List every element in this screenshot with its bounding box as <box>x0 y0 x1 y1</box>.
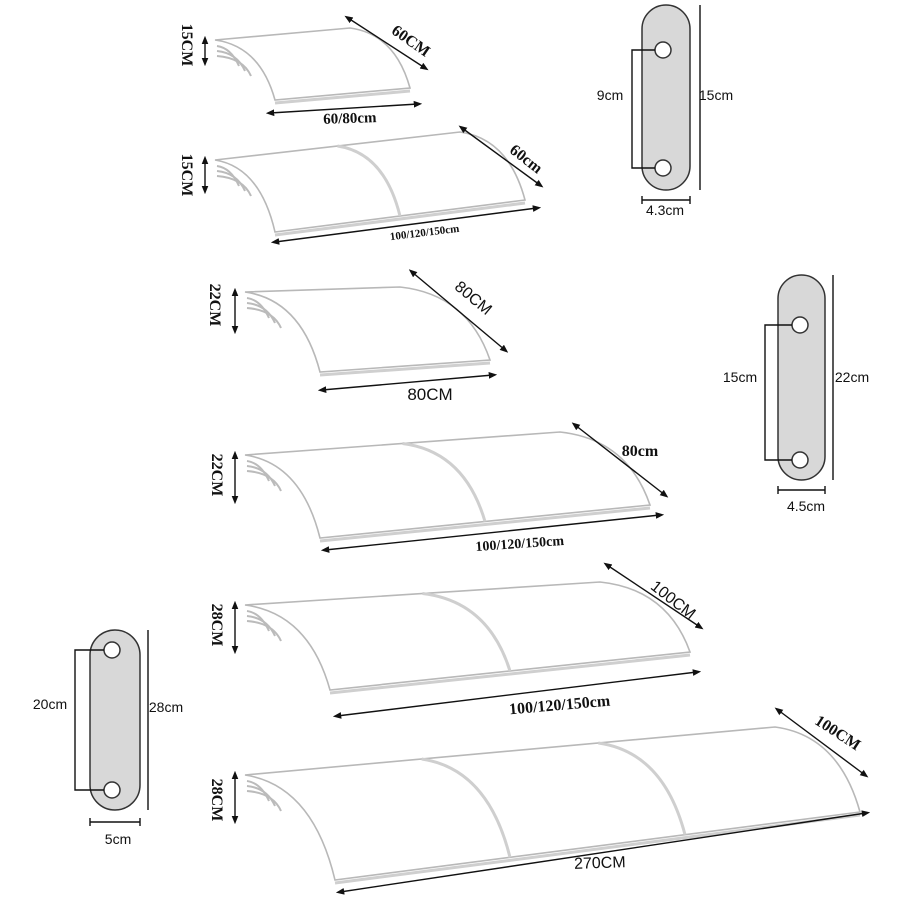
canopy-4: 22CM 80cm 100/120/150cm <box>208 422 669 555</box>
hole-spacing-label: 20cm <box>33 696 67 712</box>
width-label: 80CM <box>407 385 452 404</box>
screw-hole <box>791 316 809 334</box>
bracket-width-line <box>777 486 826 494</box>
width-dimension-line <box>270 205 542 245</box>
height-label: 15CM <box>178 24 195 67</box>
support-arm <box>216 55 252 77</box>
bracket-height-label: 28cm <box>149 699 183 715</box>
support-arm <box>216 45 240 67</box>
width-dimension-line <box>265 100 423 117</box>
canopy-panel <box>244 726 862 881</box>
wall-bracket-2: 15cm 22cm 4.5cm <box>723 274 869 514</box>
bracket-width-label: 5cm <box>105 831 131 847</box>
width-label: 60/80cm <box>323 110 377 128</box>
support-arm <box>216 175 252 197</box>
width-dimension-line <box>335 810 871 895</box>
support-arm <box>216 50 246 72</box>
bracket-plate <box>777 274 826 481</box>
bracket-width-line <box>641 196 691 204</box>
screw-hole <box>654 159 672 177</box>
support-arm <box>246 302 276 324</box>
hole-spacing-label: 9cm <box>597 87 623 103</box>
support-arm <box>246 790 282 812</box>
canopy-panel <box>214 131 527 233</box>
support-arm <box>246 297 270 319</box>
screw-hole <box>103 781 121 799</box>
height-label: 22CM <box>206 284 223 327</box>
support-arm <box>216 165 240 187</box>
width-label: 100/120/150cm <box>475 534 565 555</box>
height-label: 15CM <box>178 154 195 197</box>
depth-dimension-line <box>344 15 429 71</box>
depth-dimension-line <box>408 269 509 353</box>
height-label: 22CM <box>208 454 225 497</box>
panel-divider <box>422 592 512 672</box>
depth-dimension-line <box>603 562 704 630</box>
support-arm <box>246 785 276 807</box>
bracket-width-label: 4.3cm <box>646 202 684 218</box>
depth-dimension-line <box>774 707 869 778</box>
width-dimension-line <box>320 512 665 553</box>
hole-spacing-line <box>74 649 104 791</box>
canopy-panel <box>244 581 692 691</box>
bracket-width-line <box>89 818 141 826</box>
support-arm <box>246 780 270 802</box>
bracket-height-label: 22cm <box>835 369 869 385</box>
bracket-plate <box>89 629 141 811</box>
width-dimension-line <box>332 669 702 719</box>
screw-hole <box>791 451 809 469</box>
width-label: 270CM <box>574 854 626 873</box>
wall-bracket-3: 20cm 28cm 5cm <box>33 629 183 847</box>
height-label: 28CM <box>208 604 225 647</box>
width-dimension-line <box>317 372 498 393</box>
depth-dimension-line <box>571 422 669 498</box>
height-label: 28CM <box>208 779 225 822</box>
support-arm <box>216 170 246 192</box>
support-arm <box>246 470 282 492</box>
support-arm <box>246 465 276 487</box>
canopy-panel <box>244 286 492 373</box>
width-label: 100/120/150cm <box>508 693 611 719</box>
depth-label: 80cm <box>622 443 659 460</box>
hole-spacing-label: 15cm <box>723 369 757 385</box>
wall-bracket-1: 9cm 15cm 4.3cm <box>597 4 733 218</box>
hole-spacing-line <box>631 49 655 169</box>
support-arm <box>246 610 270 632</box>
support-arm <box>246 615 276 637</box>
support-arm <box>246 460 270 482</box>
panel-divider <box>337 144 402 217</box>
screw-hole <box>654 41 672 59</box>
depth-dimension-line <box>458 125 544 188</box>
screw-hole <box>103 641 121 659</box>
bracket-plate <box>641 4 691 191</box>
bracket-height-label: 15cm <box>699 87 733 103</box>
panel-divider <box>402 442 487 522</box>
bracket-width-label: 4.5cm <box>787 498 825 514</box>
support-arm <box>246 307 282 329</box>
support-arm <box>246 620 282 642</box>
hole-spacing-line <box>764 324 792 461</box>
